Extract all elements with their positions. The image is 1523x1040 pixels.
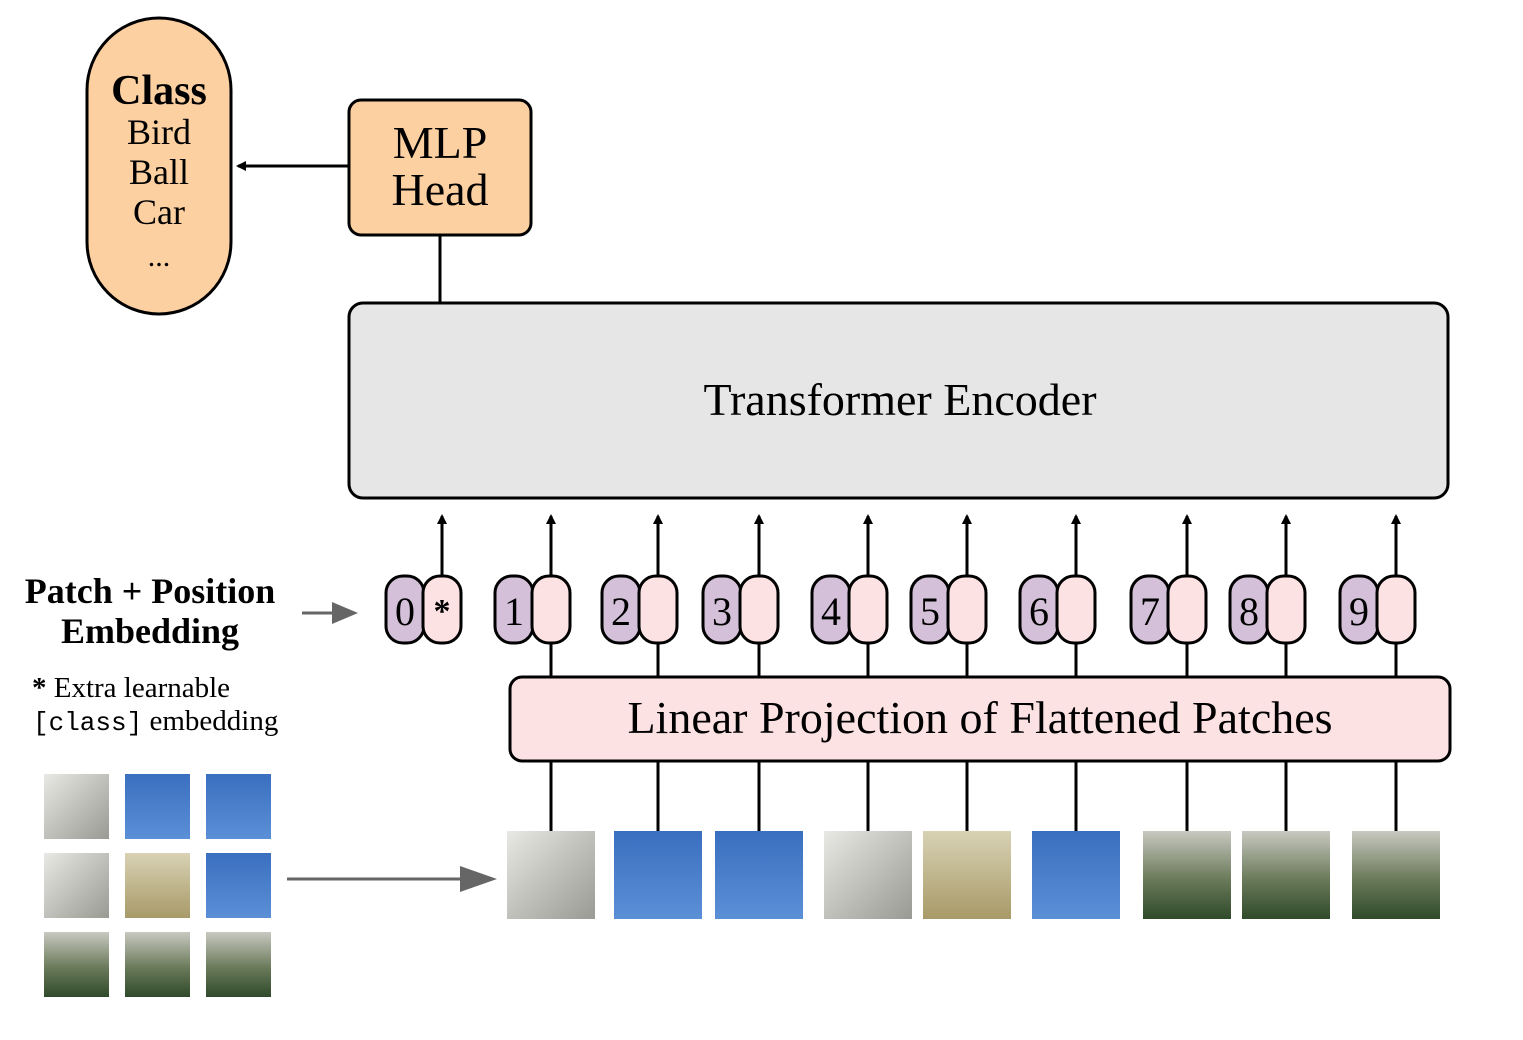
position-index: 0 <box>395 589 415 634</box>
mlp-head-label: Head <box>391 164 488 215</box>
note-code: [class] <box>33 708 142 738</box>
embedding-token-pair: 8 <box>1228 514 1330 919</box>
source-image-patch <box>206 932 271 997</box>
position-index: 2 <box>611 589 631 634</box>
patch-embedding-token <box>847 574 889 645</box>
position-index: 5 <box>920 589 940 634</box>
position-index: 3 <box>712 589 732 634</box>
embedding-token-pair: 5 <box>909 514 1011 919</box>
position-index: 9 <box>1349 589 1369 634</box>
position-index: 6 <box>1029 589 1049 634</box>
note-star: * <box>32 672 47 704</box>
source-image-patch <box>125 853 190 918</box>
class-title: Class <box>111 68 207 114</box>
class-embedding-note: [class] embedding <box>33 705 278 738</box>
patch-embedding-token <box>1166 574 1208 645</box>
source-image-patch <box>44 853 109 918</box>
source-image-patch <box>125 932 190 997</box>
embedding-token-pair: 6 <box>1018 514 1120 919</box>
patch-embedding-token <box>946 574 988 645</box>
image-patch <box>1143 831 1231 919</box>
position-index: 8 <box>1239 589 1259 634</box>
source-image-patch <box>206 853 271 918</box>
image-to-patches-arrowhead <box>460 866 497 892</box>
transformer-encoder-box <box>347 301 1450 500</box>
transformer-encoder-label: Transformer Encoder <box>703 374 1096 425</box>
image-patch <box>715 831 803 919</box>
note-line2: embedding <box>149 705 278 737</box>
embedding-token-pair: 1 <box>493 514 595 919</box>
patch-embedding-token <box>738 574 780 645</box>
image-patch <box>1352 831 1440 919</box>
image-patch <box>507 831 595 919</box>
patch-embedding-token <box>1375 574 1417 645</box>
class-item: ... <box>148 240 171 273</box>
image-patch <box>824 831 912 919</box>
embedding-label: Patch + Position <box>25 571 276 611</box>
class-item: Ball <box>129 152 189 192</box>
image-patch <box>923 831 1011 919</box>
embedding-label: Embedding <box>61 611 239 651</box>
embedding-token-pair: 0* <box>384 514 463 645</box>
patch-embedding-token <box>1055 574 1097 645</box>
embedding-pointer-arrowhead <box>332 602 358 624</box>
mlp-head-label: MLP <box>393 117 488 168</box>
patch-embedding-token <box>421 574 463 645</box>
note-line1: Extra learnable <box>54 672 230 704</box>
embedding-token-pair: 3 <box>701 514 803 919</box>
class-output-box <box>85 16 233 316</box>
position-index: 7 <box>1140 589 1160 634</box>
embedding-token-pair: 7 <box>1129 514 1231 919</box>
patch-embedding-token <box>637 574 679 645</box>
position-index: 4 <box>821 589 841 634</box>
image-patch <box>614 831 702 919</box>
embedding-token-pair: 2 <box>600 514 702 919</box>
embedding-token-pair: 4 <box>810 514 912 919</box>
source-image-patch <box>125 774 190 839</box>
class-embedding-note: * Extra learnable <box>32 672 230 704</box>
image-patch <box>1242 831 1330 919</box>
class-token-marker: * <box>434 593 451 630</box>
linear-projection-box <box>508 675 1452 763</box>
embedding-token-pair: 9 <box>1338 514 1440 919</box>
source-image-patch <box>206 774 271 839</box>
class-item: Bird <box>127 112 191 152</box>
position-index: 1 <box>504 589 524 634</box>
linear-projection-label: Linear Projection of Flattened Patches <box>627 692 1332 743</box>
patch-embedding-token <box>1265 574 1307 645</box>
source-image-patch <box>44 932 109 997</box>
source-image-patch <box>44 774 109 839</box>
class-item: Car <box>133 192 185 232</box>
patch-embedding-token <box>530 574 572 645</box>
image-patch <box>1032 831 1120 919</box>
